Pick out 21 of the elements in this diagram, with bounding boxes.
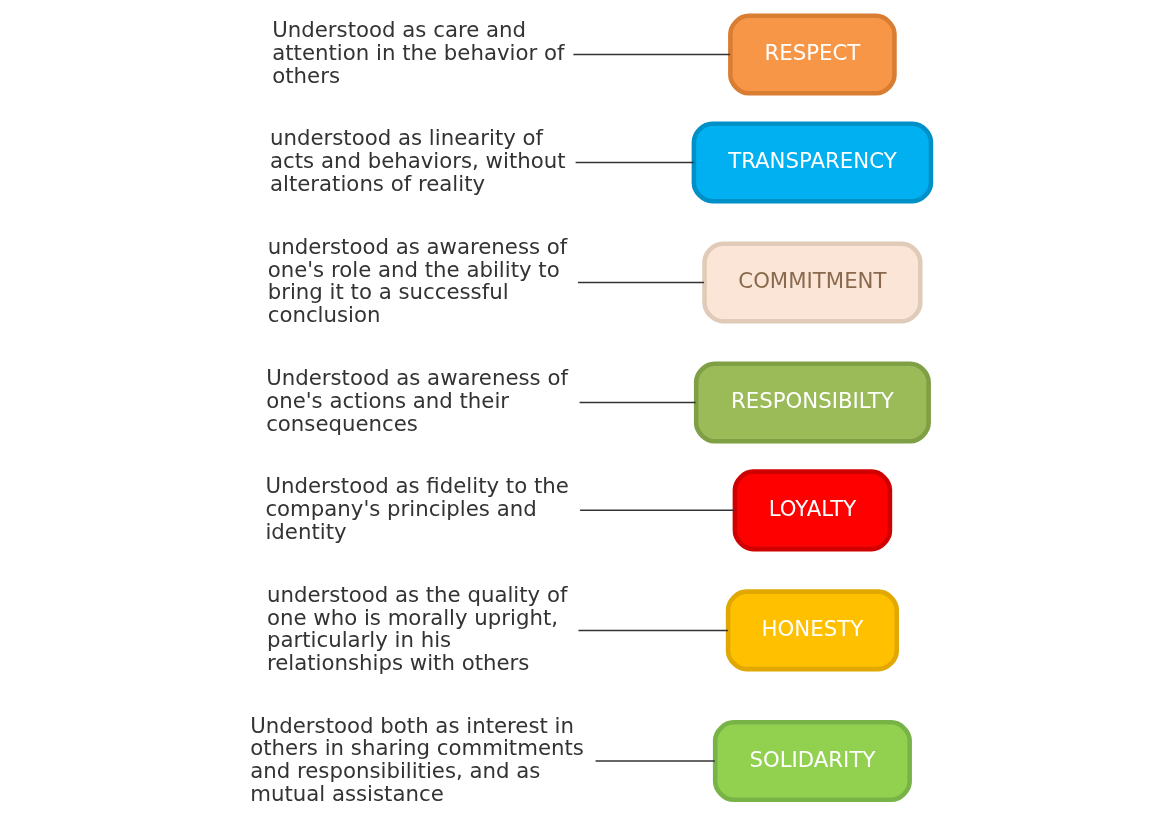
node-box: RESPONSIBILTY xyxy=(693,361,931,444)
node-box: TRANSPARENCY xyxy=(691,121,934,204)
node-box: HONESTY xyxy=(725,589,899,672)
connector xyxy=(577,629,729,632)
connector xyxy=(572,53,731,56)
connector xyxy=(578,401,697,404)
node-text: Understood as fidelity to the company's principles and identity xyxy=(265,473,569,544)
node-box: COMMITMENT xyxy=(702,241,923,324)
connector xyxy=(577,281,705,284)
node-text: understood as awareness of one's role and the ability to bring it to a successful conclusion xyxy=(267,233,568,328)
node-text: Understood both as interest in others in sharing commitments and responsibilities, and as mutual assistance xyxy=(250,712,584,806)
connector xyxy=(579,509,736,512)
connector xyxy=(594,760,716,762)
node-box: SOLIDARITY xyxy=(712,720,912,803)
node-text: Understood as awareness of one's actions and their consequences xyxy=(266,365,568,436)
connector xyxy=(574,161,695,164)
node-box: LOYALTY xyxy=(732,469,893,552)
node-text: understood as linearity of acts and behaviors, without alterations of reality xyxy=(269,125,566,196)
node-box: RESPECT xyxy=(728,13,897,96)
node-text: Understood as care and attention in the behavior of others xyxy=(272,17,565,88)
node-text: understood as the quality of one who is morally upright, particularly in his relationships with others xyxy=(266,581,568,676)
